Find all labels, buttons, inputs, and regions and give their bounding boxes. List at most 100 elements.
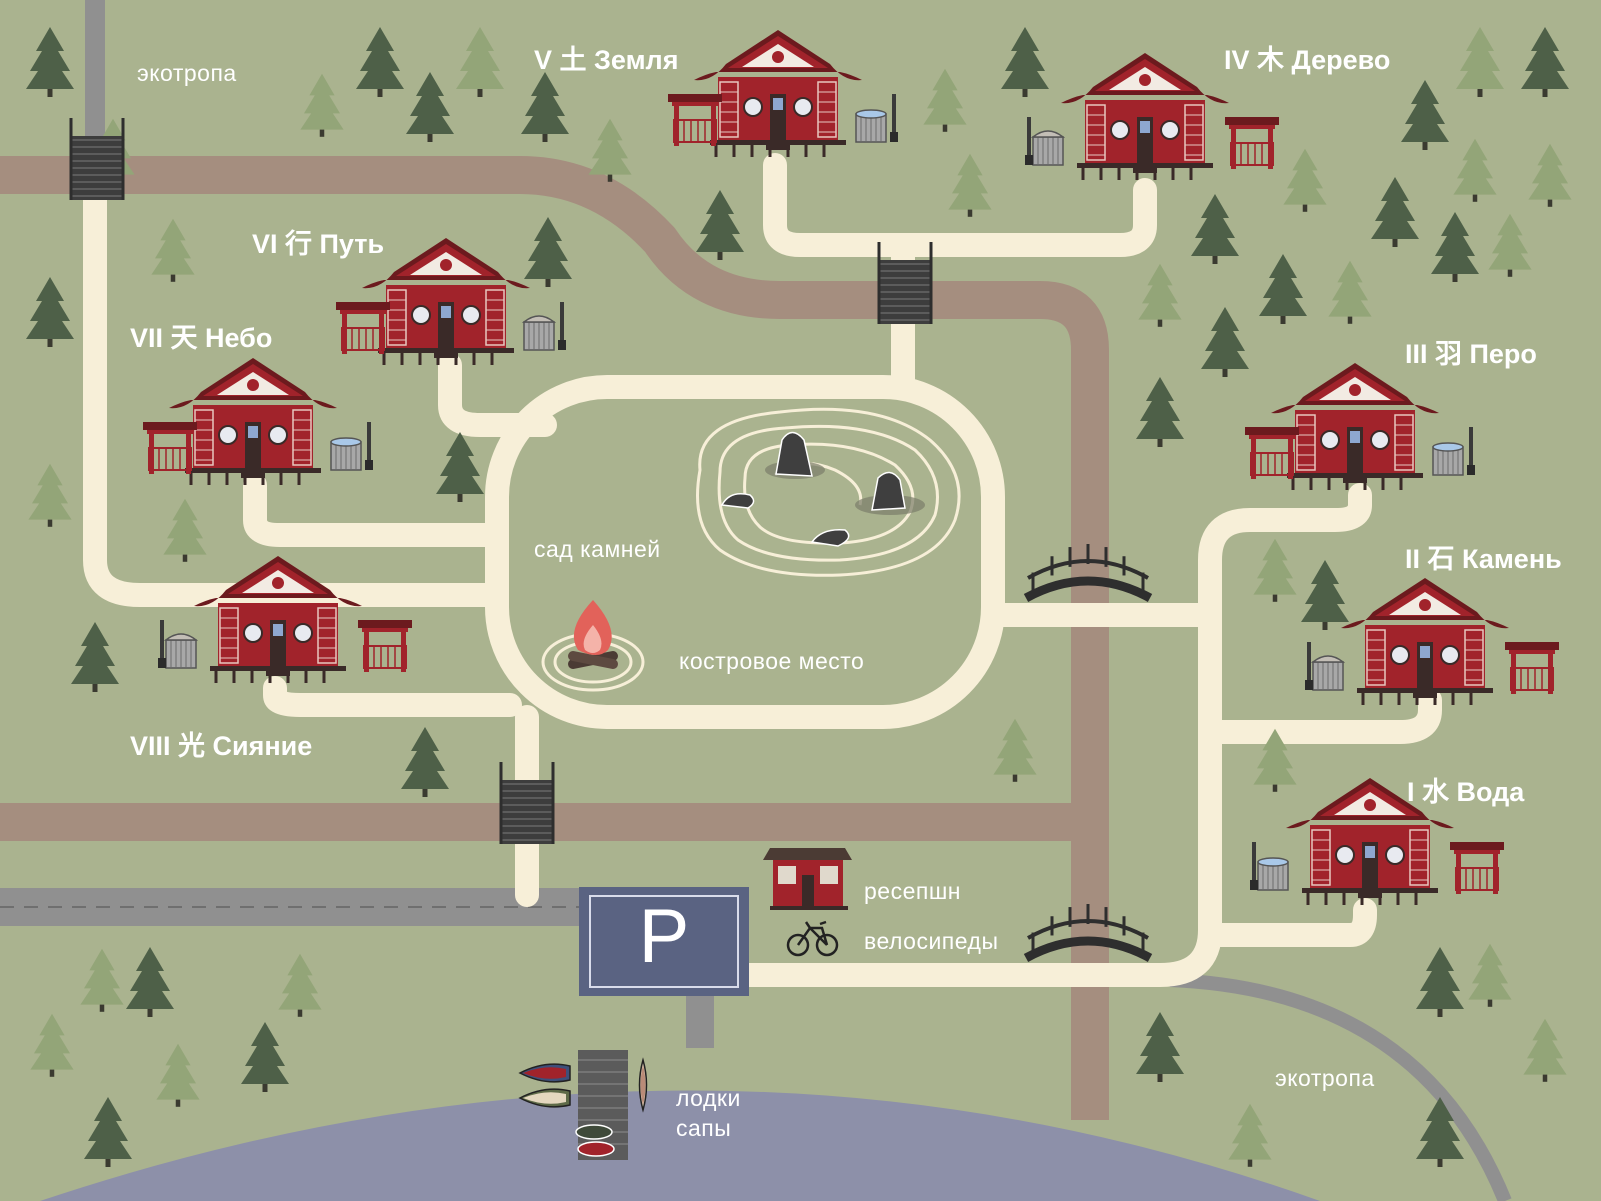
sand-ripple [717,424,939,562]
pavilion-icon [143,422,197,474]
dirt-road-north [0,156,1109,1120]
tree-icon [1416,947,1464,1017]
house-label-vii: VII 天 Небо [130,323,273,353]
tree-icon [1201,307,1249,377]
tree-icon [1456,27,1504,97]
rock-icon [810,529,850,547]
tree-icon [30,1013,74,1077]
guest-house-1 [1250,778,1504,905]
plank-bridge-icon [877,242,933,324]
tree-icon [1136,1012,1184,1082]
tree-icon [1228,1103,1272,1167]
sup-label: сапы [676,1115,732,1141]
tree-icon [300,73,344,137]
pier [578,1050,628,1160]
tree-icon [436,432,484,502]
arched-bridge-icon [1023,904,1153,962]
central-loop-path [485,375,1005,729]
tree-icon [1328,260,1372,324]
tree-icon [156,1043,200,1107]
round-window-icon [1370,430,1390,450]
guest-house-2 [1305,578,1559,705]
tree-icon [401,727,449,797]
hot-tub-icon [521,302,566,351]
pavilion-icon [336,302,390,354]
round-window-icon [1320,430,1340,450]
path-west [83,188,509,607]
path-vi [438,353,557,437]
ecotrail-label-south: экотропа [1275,1065,1375,1091]
tree-icon [151,218,195,282]
pavilion-icon [1505,642,1559,694]
tree-icon [948,153,992,217]
boat-inner-icon [640,1065,646,1105]
path-north-houses [763,153,1157,257]
path-ii [1198,688,1442,744]
parking-sign: P [579,887,749,996]
plank-bridge-icon [69,118,125,200]
tree-icon [993,718,1037,782]
rock-garden [696,407,961,577]
fire-place-label: костровое место [679,648,865,674]
hot-tub-icon [330,422,373,471]
round-window-icon [268,425,288,445]
pier-planks [578,1059,628,1145]
tree-icon [80,948,124,1012]
tree-icon [696,190,744,260]
path-east [737,483,1372,987]
parking-letter: P [638,894,690,979]
sup-boards [575,1124,615,1157]
tree-icon [1191,194,1239,264]
lake [40,1090,1320,1201]
rock-icon [720,493,755,509]
round-window-icon [1335,845,1355,865]
bridges [69,118,1153,962]
hot-tub-icon [1432,427,1475,476]
round-window-icon [461,305,481,325]
pavilion-icon [1245,427,1299,479]
pavilion-icon [358,620,412,672]
tree-icon [1523,1018,1567,1082]
asphalt-roads [0,0,1512,1201]
round-window-icon [743,97,763,117]
guest-house-8 [158,556,412,683]
tree-icon [1468,943,1512,1007]
hot-tub-icon [1025,117,1066,166]
tree-icon [126,947,174,1017]
tree-icon [241,1022,289,1092]
tree-icon [1253,538,1297,602]
hot-tub-icon [855,94,898,143]
round-window-icon [1385,845,1405,865]
tree-icon [1001,27,1049,97]
boats-label: лодки [676,1085,741,1111]
guest-house-7 [143,358,373,485]
boat-inner-icon [523,1067,566,1079]
tree-icon [1138,263,1182,327]
forest [26,27,1572,1167]
tree-icon [71,622,119,692]
fire-core-icon [583,625,602,653]
tree-icon [1528,143,1572,207]
tree-icon [1401,80,1449,150]
guest-house-6 [336,238,566,365]
arched-bridge-icon [1023,544,1153,602]
hot-tub-icon [1250,842,1289,891]
hot-tub-icon [1305,642,1346,691]
footpaths [83,153,1442,987]
pavilion-icon [1225,117,1279,169]
bicycle-icon [786,920,839,957]
house-label-vi: VI 行 Путь [252,229,385,259]
reception-label: ресепшн [864,878,961,904]
tree-icon [163,498,207,562]
sup-board-icon [575,1124,613,1140]
houses [143,30,1559,905]
round-window-icon [1390,645,1410,665]
plank-bridge-icon [499,762,555,844]
guest-house-5 [668,30,898,157]
tree-icon [1301,560,1349,630]
tree-icon [1453,138,1497,202]
house-label-iv: IV 木 Дерево [1224,45,1391,75]
tree-icon [524,217,572,287]
round-window-icon [243,623,263,643]
